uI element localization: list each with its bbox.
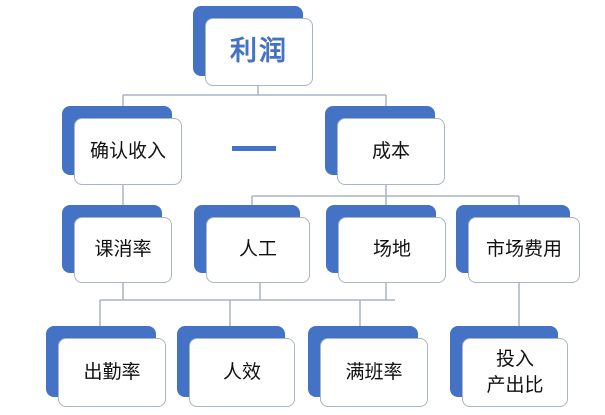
node-marketing-label: 市场费用 xyxy=(468,217,580,283)
node-full-class-rate: 满班率 xyxy=(308,326,428,407)
node-class-consume-rate-label: 课消率 xyxy=(74,217,172,283)
minus-operator xyxy=(232,146,276,151)
node-venue: 场地 xyxy=(326,205,446,283)
node-labor-efficiency-label: 人效 xyxy=(189,338,295,407)
node-venue-label: 场地 xyxy=(338,217,446,283)
node-cost-label: 成本 xyxy=(337,118,445,185)
node-labor: 人工 xyxy=(194,205,310,283)
node-profit: 利润 xyxy=(193,6,313,86)
node-revenue: 确认收入 xyxy=(62,106,182,185)
node-full-class-rate-label: 满班率 xyxy=(320,338,428,407)
node-revenue-label: 确认收入 xyxy=(74,118,182,185)
connector-cost xyxy=(251,185,520,205)
node-labor-efficiency: 人效 xyxy=(177,326,295,407)
node-roi-label: 投入 产出比 xyxy=(462,338,568,407)
node-class-consume-rate: 课消率 xyxy=(62,205,172,283)
node-labor-label: 人工 xyxy=(206,217,310,283)
node-cost: 成本 xyxy=(325,106,445,185)
node-marketing: 市场费用 xyxy=(456,205,580,283)
node-roi: 投入 产出比 xyxy=(450,326,568,407)
connector-level3 xyxy=(99,283,520,326)
connector-root xyxy=(122,86,387,106)
node-attendance-rate-label: 出勤率 xyxy=(58,338,166,407)
node-profit-label: 利润 xyxy=(205,18,313,86)
node-attendance-rate: 出勤率 xyxy=(46,326,166,407)
